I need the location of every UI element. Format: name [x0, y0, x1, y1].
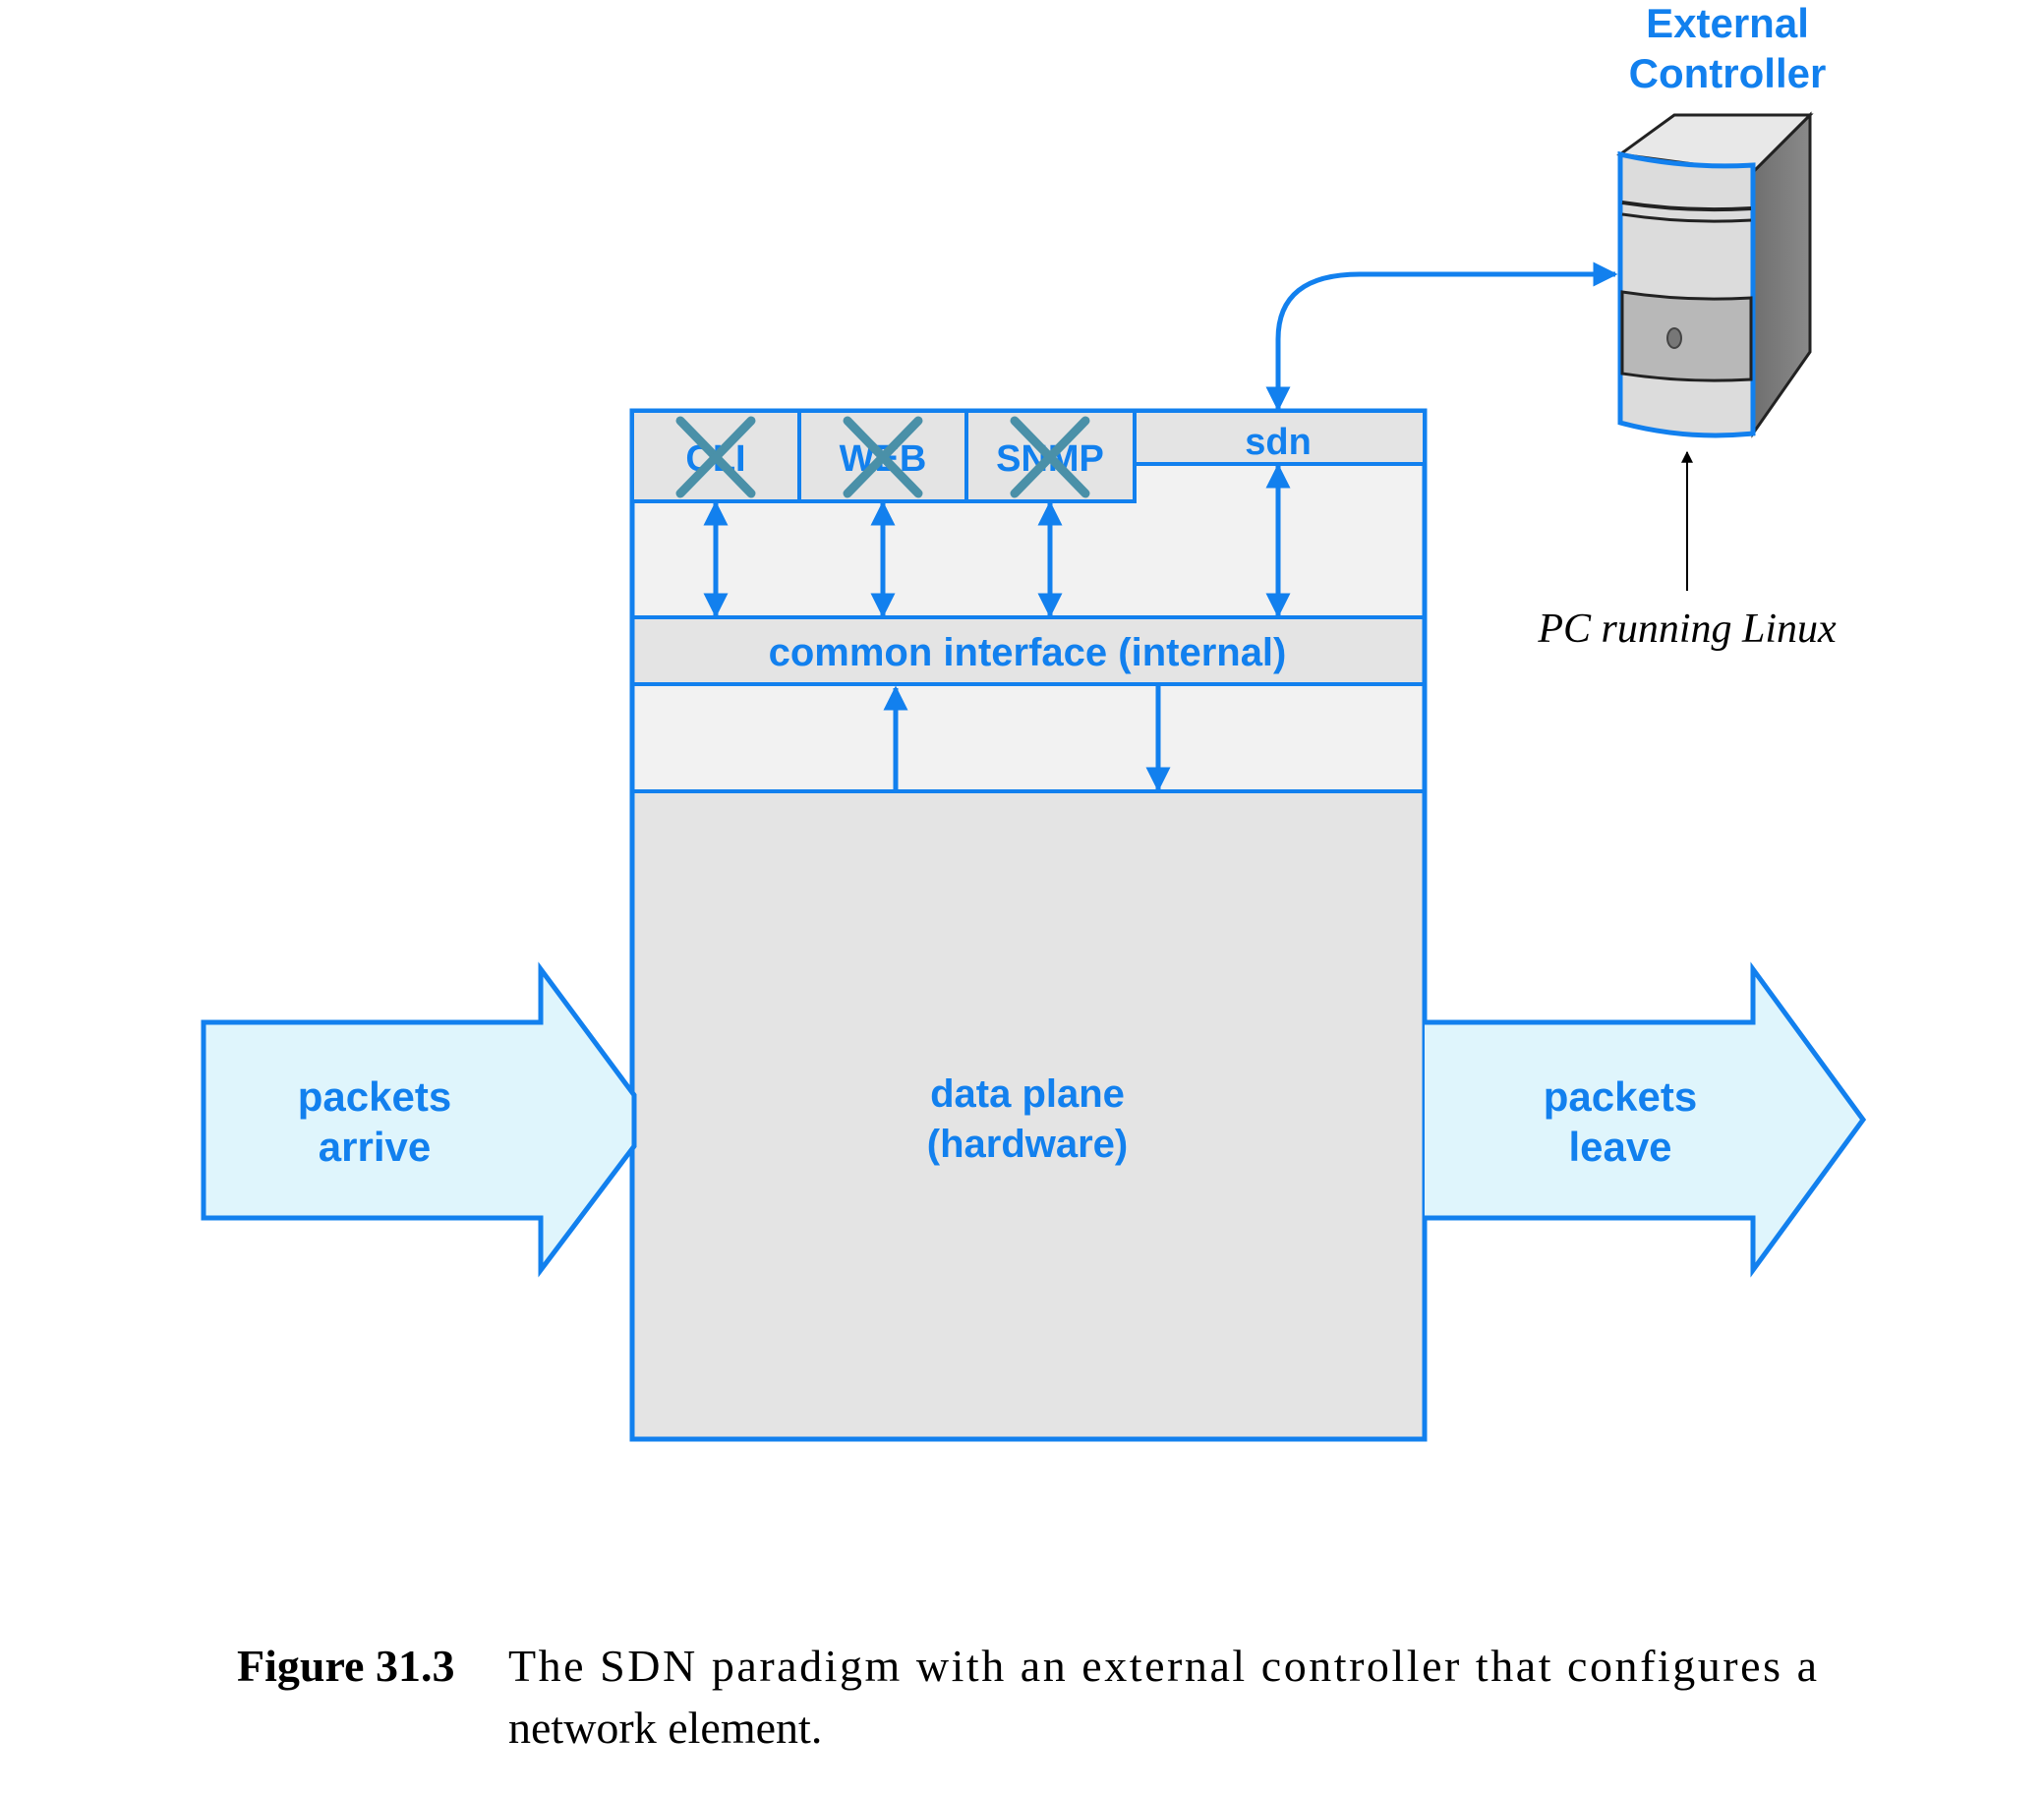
server-tower-icon	[1616, 111, 1814, 438]
cli-disabled-x-icon	[675, 416, 756, 498]
module-row: CLI WEB SNMP sdn	[630, 409, 1427, 503]
data-plane-area	[632, 791, 1425, 1439]
controller-title-line1: External	[1646, 0, 1809, 46]
common-interface-band	[630, 615, 1427, 686]
packets-leave-line1: packets	[1544, 1073, 1697, 1120]
data-plane-label-line1: data plane	[930, 1072, 1125, 1116]
network-element: CLI WEB SNMP sdn common interface (inter…	[629, 408, 1428, 1442]
packets-arrive-line1: packets	[298, 1073, 451, 1120]
snmp-disabled-x-icon	[1010, 416, 1090, 498]
data-plane-label-line2: (hardware)	[927, 1123, 1129, 1166]
figure-caption-line1: The SDN paradigm with an external contro…	[508, 1641, 1817, 1691]
figure-label: Figure 31.3	[237, 1641, 454, 1691]
packets-arrive-arrow: packets arrive	[201, 961, 637, 1278]
controller-title-line2: Controller	[1629, 50, 1827, 96]
module-cli-box	[630, 409, 801, 503]
common-interface-label: common interface (internal)	[769, 631, 1287, 674]
figure-caption-line2: network element.	[508, 1703, 822, 1753]
packets-leave-arrow: packets leave	[1425, 961, 1867, 1278]
module-interface-arrows	[703, 463, 1291, 618]
web-disabled-x-icon	[843, 416, 923, 498]
module-sdn-label: sdn	[1245, 422, 1312, 463]
controller-caption: PC running Linux	[1537, 607, 1837, 652]
sdn-controller-link	[1265, 261, 1618, 412]
packets-arrive-line2: arrive	[319, 1124, 431, 1170]
packets-leave-line2: leave	[1568, 1124, 1671, 1170]
